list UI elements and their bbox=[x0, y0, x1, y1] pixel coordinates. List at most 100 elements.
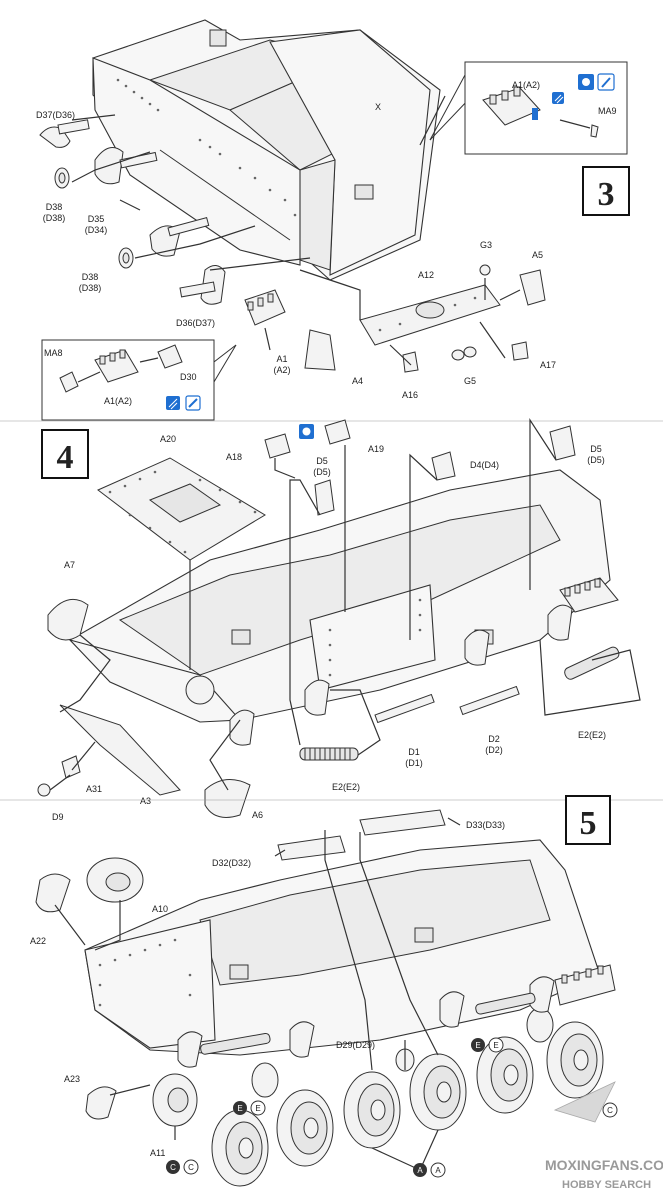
step-3-box bbox=[582, 166, 630, 216]
label-e2a: E2(E2) bbox=[332, 782, 360, 792]
label-a22: A22 bbox=[30, 936, 46, 946]
road-wheels bbox=[211, 1007, 604, 1187]
inset-top-ma9-label: MA9 bbox=[598, 106, 617, 116]
callout-c-left: C C bbox=[166, 1159, 199, 1175]
part-a16 bbox=[402, 351, 419, 373]
part-a3 bbox=[59, 704, 181, 796]
suspension-d5-rear bbox=[549, 425, 576, 461]
callout-e-right: E E bbox=[471, 1037, 504, 1053]
label-a18: A18 bbox=[226, 452, 242, 462]
suspension-step5 bbox=[177, 976, 555, 1068]
road-wheel bbox=[211, 1109, 269, 1187]
arm-left bbox=[229, 604, 573, 746]
label-g3: G3 bbox=[480, 240, 492, 250]
suspension-arm-d36 bbox=[179, 265, 226, 305]
paint-icon bbox=[597, 73, 615, 91]
inset-bottom-left: MA8 D30 A1(A2) bbox=[41, 339, 237, 421]
step-5-box bbox=[565, 795, 611, 845]
part-a10 bbox=[86, 857, 144, 903]
watermark-brand: HOBBY SEARCH bbox=[562, 1179, 651, 1191]
part-a18 bbox=[264, 433, 291, 459]
torsion-d1 bbox=[374, 693, 435, 724]
label-d38b-2: (D38) bbox=[79, 283, 102, 293]
label-a20: A20 bbox=[160, 434, 176, 444]
step-3: 3 bbox=[0, 19, 663, 422]
svg-text:C: C bbox=[188, 1163, 194, 1172]
return-roller bbox=[251, 1007, 554, 1098]
label-a1-1: A1 bbox=[276, 354, 287, 364]
label-a3: A3 bbox=[140, 796, 151, 806]
step-4-number: 4 bbox=[57, 439, 74, 476]
label-d2-2: (D2) bbox=[485, 745, 503, 755]
label-d35-2: (D34) bbox=[85, 225, 108, 235]
label-d36: D36(D37) bbox=[176, 318, 215, 328]
cut-icon bbox=[552, 92, 564, 104]
paint-icon bbox=[185, 395, 201, 411]
callout-e-mid: E E bbox=[233, 1100, 266, 1116]
label-a4: A4 bbox=[352, 376, 363, 386]
glue-icon bbox=[578, 74, 594, 90]
part-a19 bbox=[324, 419, 351, 445]
hull-step5 bbox=[84, 839, 616, 1056]
spring-e2-front bbox=[299, 747, 359, 761]
inset-bottom-part-label: A1(A2) bbox=[104, 396, 132, 406]
part-a1-step3 bbox=[244, 289, 286, 326]
callout-a-bottom: A A bbox=[413, 1162, 446, 1178]
step-4: 4 bbox=[0, 417, 663, 822]
label-d29: D29(D29) bbox=[336, 1040, 375, 1050]
part-g3 bbox=[479, 264, 491, 276]
suspension-d5-front bbox=[314, 479, 335, 516]
hull-tub-step3 bbox=[92, 19, 441, 281]
label-d5a-1: D5 bbox=[316, 456, 328, 466]
road-wheel bbox=[409, 1053, 467, 1131]
part-g5 bbox=[451, 346, 477, 361]
step3-leaders bbox=[71, 95, 521, 366]
label-d38a-2: (D38) bbox=[43, 213, 66, 223]
inset-top-right: A1(A2) MA9 bbox=[429, 61, 628, 155]
step-3-number: 3 bbox=[598, 176, 615, 213]
step4-leaders bbox=[49, 417, 641, 791]
inset-bottom-d30-label: D30 bbox=[180, 372, 197, 382]
deck-plate-a20 bbox=[97, 457, 266, 561]
label-a10: A10 bbox=[152, 904, 168, 914]
fender-d33 bbox=[359, 809, 446, 836]
label-a7: A7 bbox=[64, 560, 75, 570]
watermark-site: MOXINGFANS.COM bbox=[545, 1157, 663, 1173]
label-d38a-1: D38 bbox=[46, 202, 63, 212]
suspension-arm-d35-lower bbox=[149, 217, 210, 257]
label-d1-2: (D1) bbox=[405, 758, 423, 768]
svg-text:E: E bbox=[493, 1041, 498, 1050]
svg-text:A: A bbox=[435, 1166, 441, 1175]
step-4-box bbox=[41, 429, 89, 479]
label-d9: D9 bbox=[52, 812, 64, 822]
label-d5b-1: D5 bbox=[590, 444, 602, 454]
part-a5 bbox=[519, 269, 546, 306]
svg-text:E: E bbox=[255, 1104, 260, 1113]
svg-text:E: E bbox=[475, 1041, 480, 1050]
part-d9 bbox=[37, 783, 51, 797]
label-d4: D4(D4) bbox=[470, 460, 499, 470]
label-a12: A12 bbox=[418, 270, 434, 280]
label-a17: A17 bbox=[540, 360, 556, 370]
label-d35-1: D35 bbox=[88, 214, 105, 224]
label-a23: A23 bbox=[64, 1074, 80, 1084]
label-d33: D33(D33) bbox=[466, 820, 505, 830]
suspension-arm-d37 bbox=[39, 119, 90, 148]
label-d32: D32(D32) bbox=[212, 858, 251, 868]
part-a4 bbox=[304, 329, 336, 371]
label-a6: A6 bbox=[252, 810, 263, 820]
watermark: MOXINGFANS.COM HOBBY SEARCH bbox=[545, 1081, 663, 1191]
part-a22 bbox=[35, 873, 71, 913]
svg-text:E: E bbox=[237, 1104, 242, 1113]
label-e2b: E2(E2) bbox=[578, 730, 606, 740]
svg-text:A: A bbox=[417, 1166, 423, 1175]
label-d37: D37(D36) bbox=[36, 110, 75, 120]
rear-plate-a12 bbox=[359, 284, 501, 346]
label-a1-2: (A2) bbox=[273, 365, 290, 375]
label-a16: A16 bbox=[402, 390, 418, 400]
label-x: X bbox=[375, 102, 381, 112]
label-g5: G5 bbox=[464, 376, 476, 386]
step-5: 5 bbox=[30, 795, 663, 1191]
road-wheel bbox=[276, 1089, 334, 1167]
